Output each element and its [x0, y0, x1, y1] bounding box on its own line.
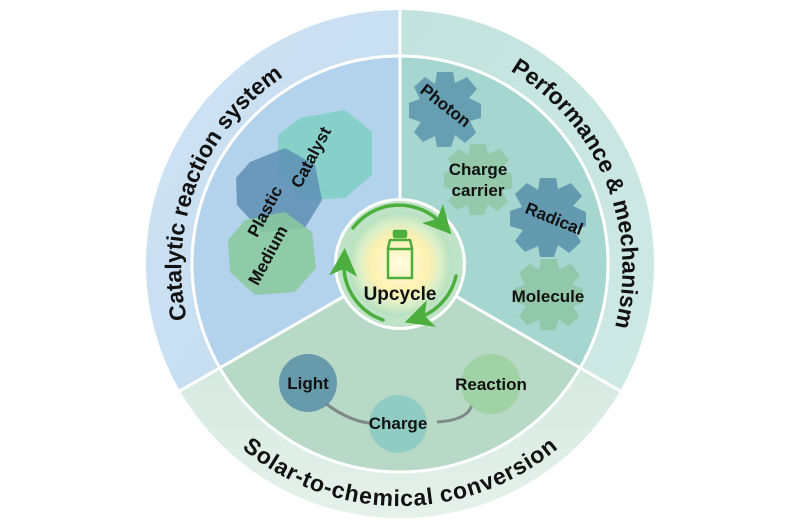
center-hub: Upcycle [329, 198, 466, 330]
radical-gear-icon [510, 178, 586, 257]
item-charge-carrier-line2: carrier [452, 181, 505, 200]
plastic-hexagon-shape [236, 148, 322, 232]
item-molecule: Molecule [512, 287, 585, 306]
charge-carrier-gear-icon [444, 144, 512, 215]
solar-items: Light Charge Reaction [279, 354, 527, 453]
charge-circle-shape [369, 395, 427, 453]
bottle-icon [386, 229, 414, 280]
item-charge-carrier-line1: Charge [449, 160, 508, 179]
reaction-circle-shape [461, 354, 521, 414]
inner-sector-solar [220, 264, 580, 472]
medium-hexagon-shape [228, 212, 316, 295]
item-charge: Charge [369, 414, 428, 433]
center-label: Upcycle [364, 284, 437, 305]
light-circle-shape [279, 354, 337, 412]
item-light: Light [287, 374, 329, 393]
catalytic-items: Plastic Catalyst Medium [228, 110, 372, 295]
molecule-gear-icon [515, 259, 583, 330]
photon-gear-icon [409, 72, 481, 147]
performance-items: Photon Charge carrier Radical Molecule [409, 72, 586, 330]
recycle-arrows-icon [329, 203, 458, 327]
item-reaction: Reaction [455, 375, 527, 394]
